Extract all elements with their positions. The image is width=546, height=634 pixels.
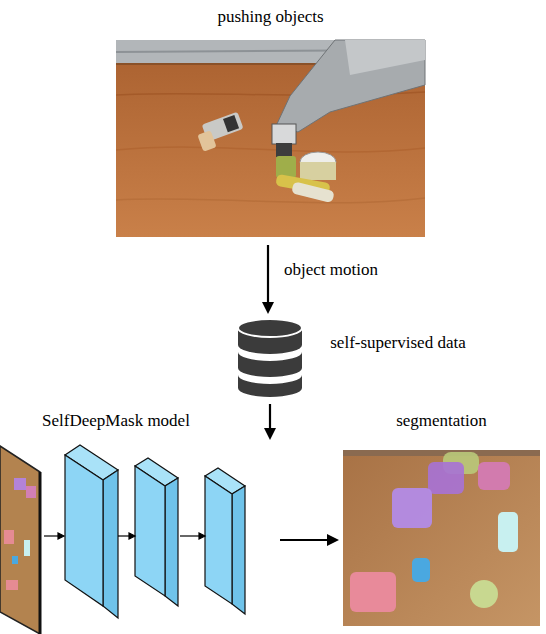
edge-label: object motion xyxy=(284,259,378,281)
flow-arrow xyxy=(262,245,274,314)
node-label: pushing objects xyxy=(116,6,425,28)
robot-photo xyxy=(116,40,425,237)
network-layers xyxy=(65,445,245,618)
segmentation-image xyxy=(343,450,540,626)
node-label: segmentation xyxy=(343,410,540,432)
flow-arrow xyxy=(280,534,339,546)
flow-arrow xyxy=(264,404,276,440)
node-label: SelfDeepMask model xyxy=(0,410,232,432)
node-box: SelfDeepMask model xyxy=(0,442,280,634)
node-box: self-supervised data xyxy=(238,316,302,396)
node-label: self-supervised data xyxy=(326,332,470,354)
node-box: pushing objects xyxy=(116,40,425,237)
input-image xyxy=(0,440,40,634)
database-icon xyxy=(238,319,302,397)
layer-arrows xyxy=(44,533,205,539)
node-box: segmentation xyxy=(343,450,540,626)
